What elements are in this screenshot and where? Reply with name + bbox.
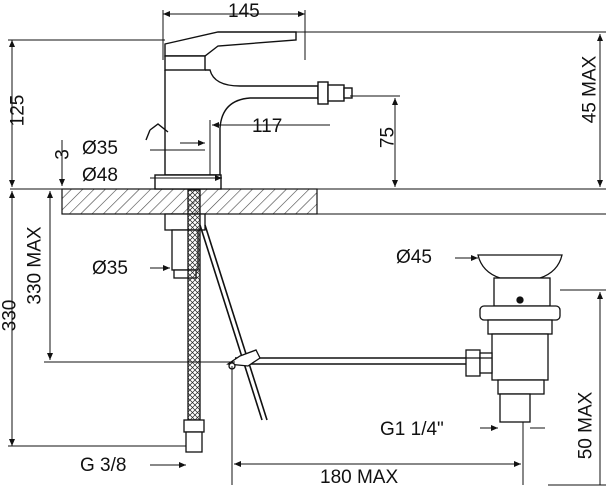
- dim-dia48: Ø48: [82, 165, 118, 186]
- dim-330-max: 330 MAX: [24, 226, 46, 305]
- dim-125: 125: [7, 94, 29, 127]
- dim-g-3-8: G 3/8: [80, 455, 127, 476]
- under-counter-assembly: [164, 189, 468, 453]
- faucet-body: [145, 31, 353, 190]
- dim-dia45: Ø45: [396, 247, 432, 268]
- dimension-lines: [8, 10, 606, 486]
- dim-3: 3: [52, 149, 74, 160]
- dim-dia35-top: Ø35: [82, 138, 118, 159]
- dim-50-max: 50 MAX: [575, 391, 597, 460]
- dim-330: 330: [0, 299, 21, 332]
- dim-75: 75: [377, 126, 399, 149]
- dim-180-max: 180 MAX: [320, 467, 399, 488]
- dim-117: 117: [252, 116, 283, 137]
- dim-dia35-bottom: Ø35: [92, 258, 128, 279]
- dim-145: 145: [228, 1, 260, 22]
- dim-g1-1-4: G1 1/4": [380, 419, 444, 440]
- countertop: [10, 188, 606, 215]
- drain-assembly: [465, 254, 563, 423]
- dim-45-max: 45 MAX: [579, 55, 601, 124]
